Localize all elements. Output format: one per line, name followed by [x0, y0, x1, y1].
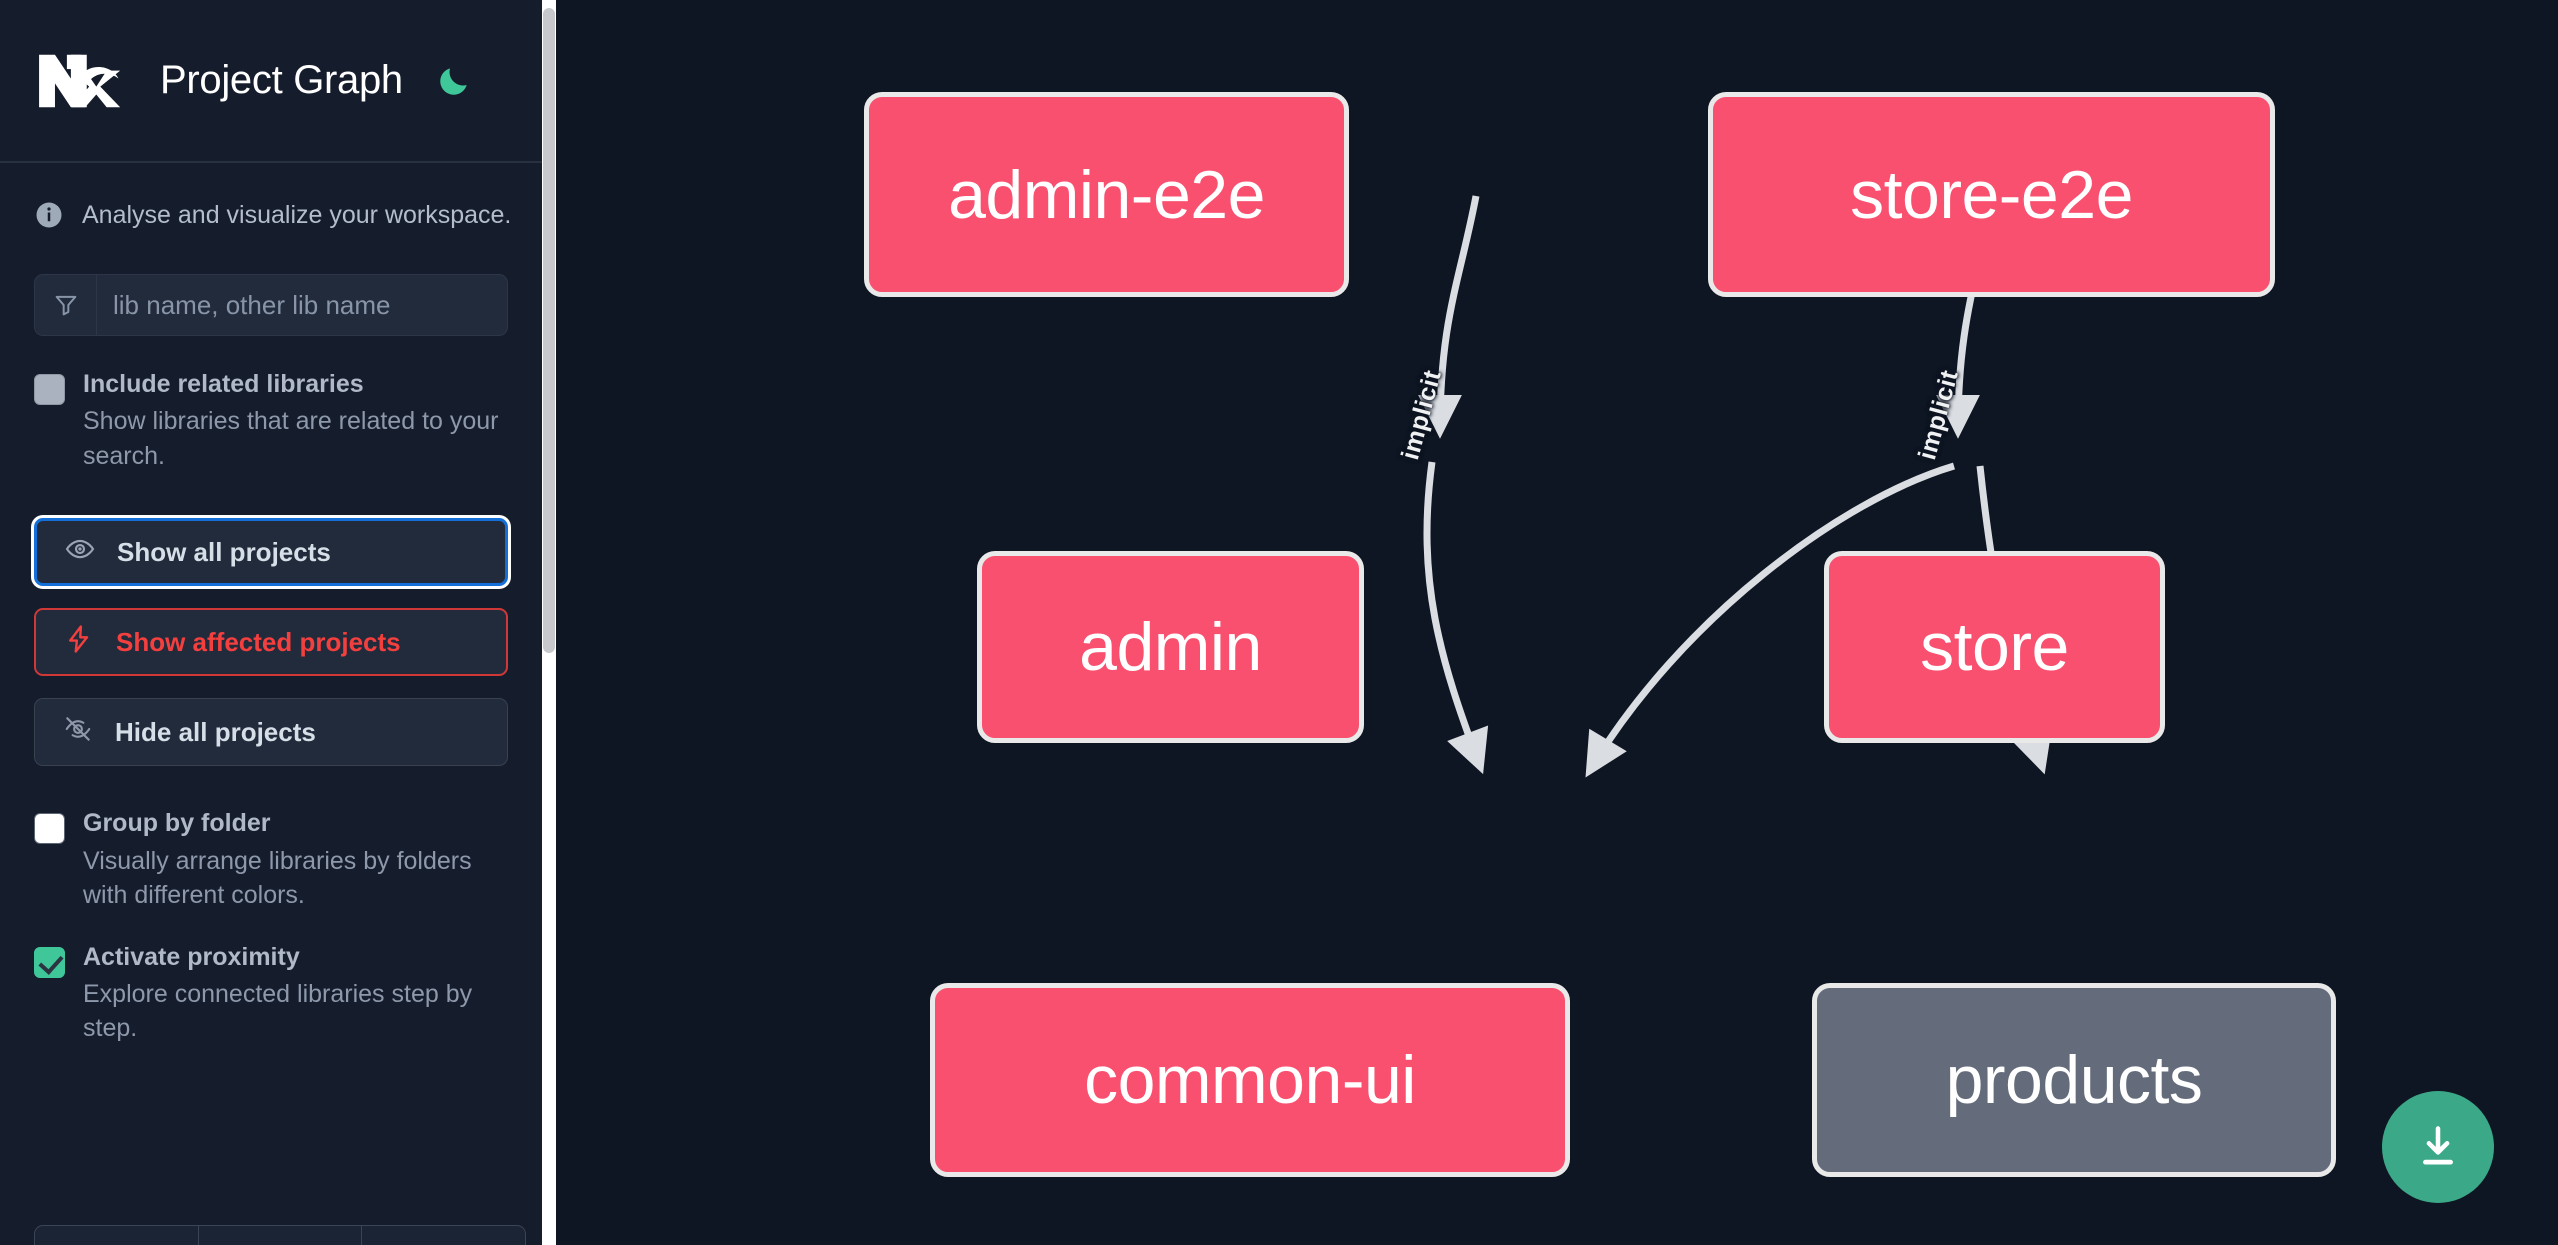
proximity-step-segmented-control[interactable] [34, 1225, 526, 1245]
checkbox-activate-proximity[interactable] [34, 946, 65, 978]
sidebar-edge [556, 0, 560, 1245]
eye-icon [65, 534, 95, 571]
graph-node-products[interactable]: products [1812, 983, 2336, 1177]
segment-option-3[interactable] [362, 1226, 525, 1245]
graph-node-label: common-ui [1084, 1042, 1416, 1118]
funnel-filter-icon [35, 275, 97, 335]
hide-all-projects-button[interactable]: Hide all projects [34, 698, 508, 767]
nx-logo-icon [34, 50, 130, 112]
graph-node-admin-e2e[interactable]: admin-e2e [864, 92, 1349, 297]
edge-admin-to-common-ui [1423, 461, 1489, 775]
edge-admin-e2e-to-admin [1418, 195, 1480, 439]
option-text-group: Activate proximity Explore connected lib… [83, 942, 508, 1046]
download-graph-button[interactable] [2382, 1091, 2494, 1203]
show-all-projects-label: Show all projects [117, 537, 331, 568]
show-affected-projects-button[interactable]: Show affected projects [34, 608, 508, 677]
sidebar-header: Project Graph [0, 0, 542, 163]
segment-option-1[interactable] [35, 1226, 199, 1245]
eye-off-icon [63, 714, 93, 751]
segment-option-2[interactable] [199, 1226, 363, 1245]
option-label: Activate proximity [83, 942, 300, 971]
project-visibility-buttons: Show all projects Show affected projects [34, 518, 508, 767]
sidebar: Project Graph Analyse and visualize your… [0, 0, 560, 1245]
option-text-group: Group by folder Visually arrange librari… [83, 808, 508, 912]
graph-node-label: store [1920, 609, 2069, 685]
page-title: Project Graph [160, 58, 403, 102]
option-include-related-libraries[interactable]: Include related libraries Show libraries… [0, 369, 542, 473]
edge-store-to-common-ui [1585, 462, 1956, 778]
option-group-by-folder[interactable]: Group by folder Visually arrange librari… [0, 808, 542, 912]
checkbox-group-by-folder[interactable] [34, 813, 65, 845]
show-all-projects-button[interactable]: Show all projects [34, 518, 508, 587]
workspace-info: Analyse and visualize your workspace. [0, 163, 542, 230]
graph-node-label: admin [1079, 609, 1262, 685]
graph-node-admin[interactable]: admin [977, 551, 1364, 743]
option-description: Explore connected libraries step by step… [83, 979, 473, 1043]
graph-node-store-e2e[interactable]: store-e2e [1708, 92, 2275, 297]
filter-field[interactable] [34, 274, 508, 336]
hide-all-projects-label: Hide all projects [115, 717, 316, 748]
option-activate-proximity[interactable]: Activate proximity Explore connected lib… [0, 942, 542, 1046]
moon-icon[interactable] [433, 60, 475, 102]
workspace-info-text: Analyse and visualize your workspace. [82, 200, 512, 229]
show-affected-projects-label: Show affected projects [116, 627, 401, 658]
graph-node-label: admin-e2e [948, 156, 1265, 233]
graph-node-common-ui[interactable]: common-ui [930, 983, 1570, 1177]
graph-node-label: store-e2e [1850, 156, 2133, 233]
checkbox-include-related-libraries[interactable] [34, 374, 65, 405]
option-label: Group by folder [83, 809, 271, 838]
info-circle-icon [34, 200, 64, 230]
option-label: Include related libraries [83, 370, 364, 398]
download-icon [2423, 1126, 2453, 1165]
option-description: Visually arrange libraries by folders wi… [83, 846, 472, 910]
graph-canvas[interactable]: admin-e2e store-e2e admin store common-u… [560, 0, 2558, 1245]
lightning-bolt-icon [64, 624, 94, 661]
option-description: Show libraries that are related to your … [83, 407, 499, 470]
sidebar-scrollbar-thumb[interactable] [543, 8, 555, 653]
graph-node-store[interactable]: store [1824, 551, 2165, 743]
sidebar-content: Project Graph Analyse and visualize your… [0, 0, 542, 1245]
graph-node-label: products [1945, 1042, 2203, 1118]
search-input[interactable] [97, 275, 507, 335]
option-text-group: Include related libraries Show libraries… [83, 369, 508, 473]
